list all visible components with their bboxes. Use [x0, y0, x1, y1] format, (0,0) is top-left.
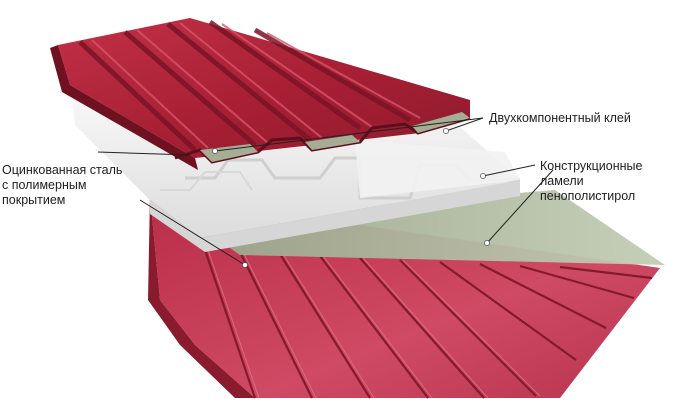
label-steel-line-3: покрытием — [2, 193, 66, 207]
label-steel-line-1: Оцинкованная сталь — [2, 163, 123, 177]
label-foam-line-2: ламели — [540, 174, 584, 188]
leader-dots — [212, 128, 490, 268]
label-steel: Оцинкованная сталь с полимерным покрытие… — [2, 163, 122, 208]
label-foam-line-3: пенополистирол — [540, 189, 636, 203]
label-adhesive: Двухкомпонентный клей — [489, 111, 631, 126]
label-foam: Конструкционные ламели пенополистирол — [540, 159, 642, 204]
label-foam-line-1: Конструкционные — [540, 159, 643, 173]
leader-lines — [97, 117, 554, 266]
label-steel-line-2: с полимерным — [2, 178, 87, 192]
top-steel-sheet — [50, 18, 471, 170]
label-adhesive-line: Двухкомпонентный клей — [489, 111, 631, 125]
adhesive-layer-bottom — [190, 190, 665, 265]
